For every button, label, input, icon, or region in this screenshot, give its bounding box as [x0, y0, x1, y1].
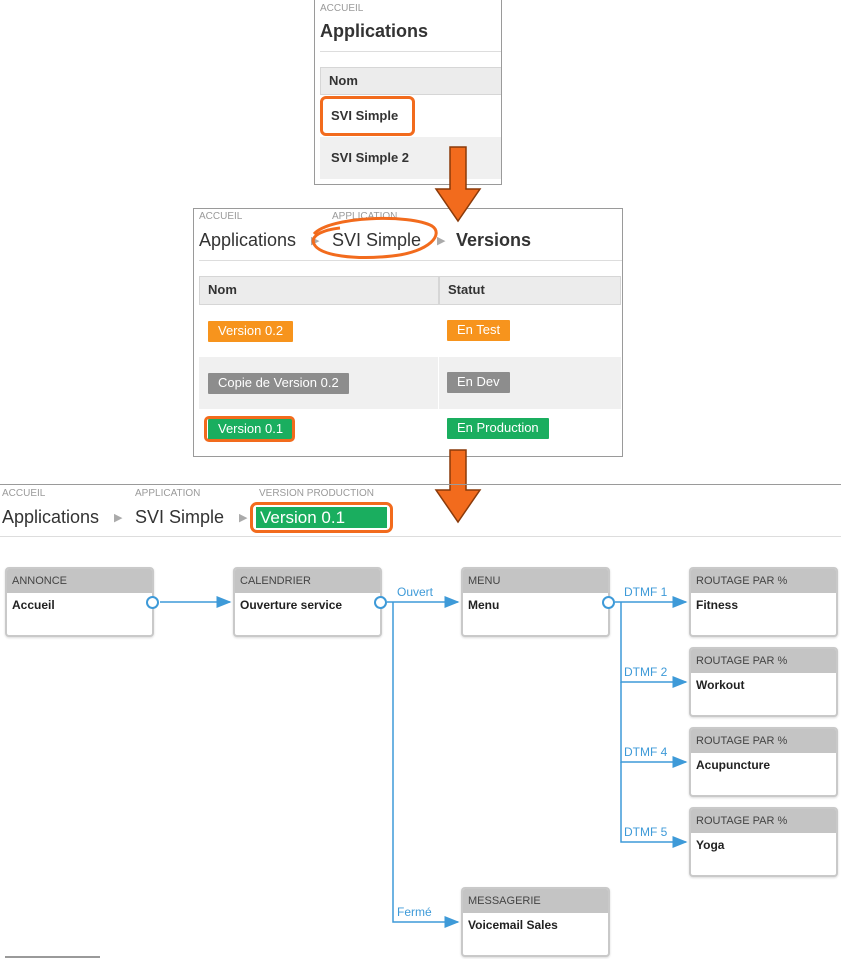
chevron-right-icon: ▶ — [114, 512, 123, 524]
column-header-statut[interactable]: Statut — [439, 276, 621, 305]
node-name: Workout — [696, 678, 745, 692]
edge-label-ouvert: Ouvert — [397, 585, 434, 599]
divider — [0, 536, 841, 537]
node-messagerie[interactable]: MESSAGERIE Voicemail Sales — [461, 887, 610, 957]
node-type: MESSAGERIE — [463, 889, 608, 913]
edge-label-dtmf2: DTMF 2 — [624, 665, 668, 679]
table-row[interactable]: SVI Simple 2 — [320, 137, 501, 179]
divider — [5, 956, 100, 958]
highlight-box — [320, 96, 415, 136]
divider — [0, 484, 841, 485]
status-badge: En Dev — [447, 372, 510, 393]
status-badge: En Production — [447, 418, 549, 439]
highlight-box — [204, 416, 295, 442]
node-name: Fitness — [696, 598, 739, 612]
node-annonce[interactable]: ANNONCE Accueil — [5, 567, 154, 637]
output-port[interactable] — [374, 596, 387, 609]
breadcrumb-label: ACCUEIL — [2, 488, 46, 499]
chevron-right-icon: ▶ — [311, 235, 320, 247]
breadcrumb-label: ACCUEIL — [199, 211, 243, 222]
node-type: CALENDRIER — [235, 569, 380, 593]
node-routage-workout[interactable]: ROUTAGE PAR % Workout — [689, 647, 838, 717]
breadcrumb-applications[interactable]: Applications — [199, 230, 297, 250]
highlight-ellipse — [311, 216, 438, 259]
node-type: ROUTAGE PAR % — [691, 809, 836, 833]
versions-panel: ACCUEIL APPLICATION Applications ▶ SVI S… — [193, 208, 623, 457]
node-routage-acupuncture[interactable]: ROUTAGE PAR % Acupuncture — [689, 727, 838, 797]
node-calendrier[interactable]: CALENDRIER Ouverture service — [233, 567, 382, 637]
breadcrumb-label: VERSION PRODUCTION — [259, 488, 375, 499]
breadcrumb-application[interactable]: SVI Simple — [332, 230, 422, 250]
node-name: Voicemail Sales — [468, 918, 558, 932]
divider — [199, 260, 622, 261]
output-port[interactable] — [146, 596, 159, 609]
edge-label-dtmf5: DTMF 5 — [624, 825, 668, 839]
page-title: Versions — [456, 230, 532, 250]
breadcrumb-label: APPLICATION — [332, 211, 398, 222]
highlight-box: Version 0.1 — [250, 502, 393, 533]
version-tag[interactable]: Copie de Version 0.2 — [208, 373, 349, 394]
chevron-right-icon: ▶ — [437, 235, 446, 247]
row-name[interactable]: SVI Simple 2 — [331, 150, 410, 165]
node-routage-yoga[interactable]: ROUTAGE PAR % Yoga — [689, 807, 838, 877]
node-name: Menu — [468, 598, 500, 612]
chevron-right-icon: ▶ — [239, 512, 248, 524]
node-name: Acupuncture — [696, 758, 771, 772]
node-menu[interactable]: MENU Menu — [461, 567, 610, 637]
status-badge: En Test — [447, 320, 511, 341]
node-name: Accueil — [12, 598, 55, 612]
node-type: ROUTAGE PAR % — [691, 649, 836, 673]
output-port[interactable] — [602, 596, 615, 609]
edge-label-dtmf1: DTMF 1 — [624, 585, 668, 599]
page-title: Applications — [320, 21, 429, 41]
version-badge[interactable]: Version 0.1 — [256, 507, 387, 528]
breadcrumb-applications[interactable]: Applications — [2, 507, 100, 527]
divider — [320, 51, 501, 52]
node-type: ROUTAGE PAR % — [691, 569, 836, 593]
breadcrumb-label: ACCUEIL — [320, 3, 364, 14]
edge-label-dtmf4: DTMF 4 — [624, 745, 668, 759]
arrow-down-icon — [434, 449, 482, 524]
arrow-down-icon — [434, 146, 482, 223]
node-routage-fitness[interactable]: ROUTAGE PAR % Fitness — [689, 567, 838, 637]
version-tag[interactable]: Version 0.1 — [208, 419, 294, 440]
node-name: Ouverture service — [240, 598, 343, 612]
edge-label-ferme: Fermé — [397, 905, 432, 919]
column-header-nom[interactable]: Nom — [320, 67, 501, 95]
node-type: ANNONCE — [7, 569, 152, 593]
row-name[interactable]: SVI Simple — [331, 108, 399, 123]
node-type: ROUTAGE PAR % — [691, 729, 836, 753]
column-header-nom[interactable]: Nom — [199, 276, 439, 305]
node-name: Yoga — [696, 838, 725, 852]
breadcrumb-label: APPLICATION — [135, 488, 201, 499]
column-divider — [438, 305, 439, 451]
node-type: MENU — [463, 569, 608, 593]
version-tag[interactable]: Version 0.2 — [208, 321, 294, 342]
breadcrumb-application[interactable]: SVI Simple — [135, 507, 225, 527]
